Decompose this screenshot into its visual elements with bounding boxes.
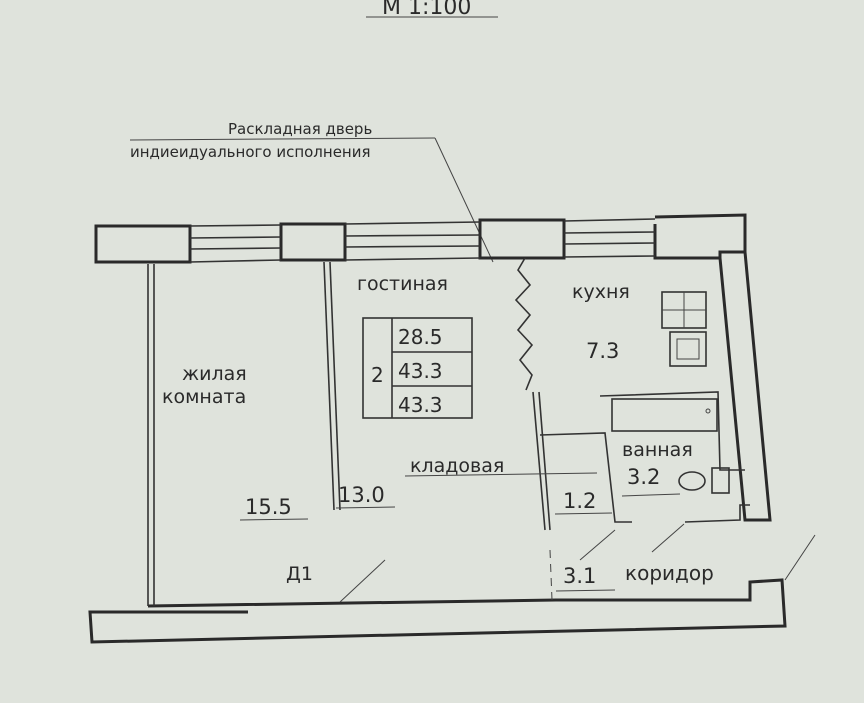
area-table — [362, 317, 473, 419]
toilet-icon — [678, 471, 706, 491]
note-line2: индиеидуального исполнения — [130, 143, 371, 161]
folding-door — [514, 257, 534, 391]
bedroom-area: 15.5 — [245, 495, 292, 519]
note-leader — [434, 137, 494, 263]
corridor-area: 3.1 — [563, 564, 596, 588]
corridor-name: коридор — [625, 561, 714, 585]
living-area: 28.5 — [398, 325, 443, 349]
room2-area: 13.0 — [338, 483, 385, 507]
top-wall — [94, 213, 747, 264]
right-wall — [718, 251, 772, 522]
bedroom-name-1: жилая — [182, 363, 247, 385]
note-divider — [129, 137, 436, 141]
door-label: Д1 — [286, 563, 313, 585]
sink-icon — [669, 331, 707, 367]
bathtub-icon — [611, 398, 718, 432]
note-line1: Раскладная дверь — [228, 120, 372, 138]
total-area: 43.3 — [398, 359, 443, 383]
kitchen-name: кухня — [572, 281, 630, 303]
bedroom-name-2: комната — [162, 386, 246, 408]
total-area-2: 43.3 — [398, 393, 443, 417]
wall-leader — [784, 534, 816, 581]
partition-2 — [323, 261, 335, 511]
bathroom-area: 3.2 — [627, 465, 660, 489]
storage-area: 1.2 — [563, 489, 596, 513]
storage-name: кладовая — [410, 455, 504, 477]
kitchen-area: 7.3 — [586, 339, 619, 363]
bath-wall — [539, 432, 632, 523]
rooms-count: 2 — [371, 363, 384, 387]
storage-wall — [532, 391, 546, 531]
bathroom-name: ванная — [622, 439, 693, 461]
scale-label: М 1:100 — [382, 0, 471, 20]
door-leader — [339, 559, 386, 603]
living-room-name: гостиная — [357, 273, 448, 295]
bottom-wall — [88, 578, 787, 644]
